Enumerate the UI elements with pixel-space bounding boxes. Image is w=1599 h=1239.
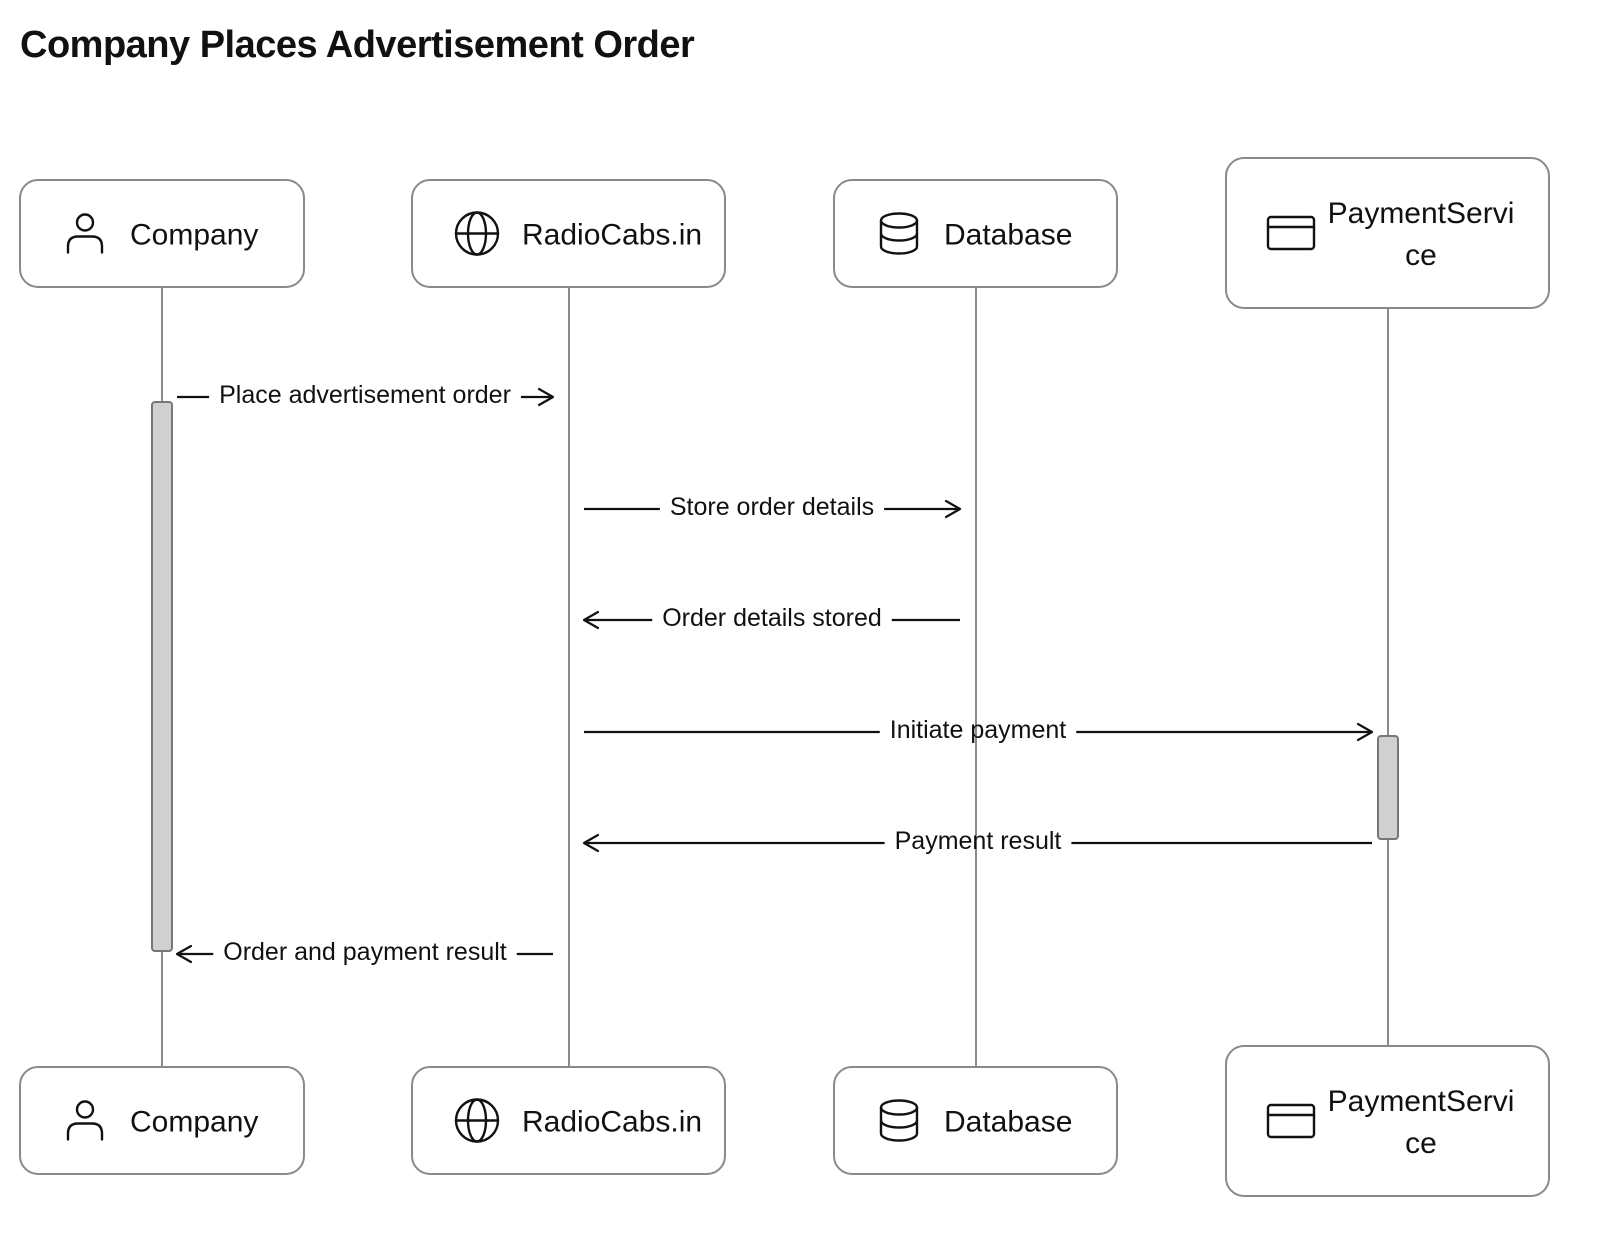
message-label: Initiate payment [890,716,1067,744]
person-icon [66,213,104,254]
credit-card-icon [1266,1103,1316,1139]
activation-bar-company [151,401,173,952]
globe-icon [454,1098,500,1143]
arrowhead [1356,722,1374,742]
activation-bar-payment [1377,735,1399,840]
participant-company-bottom: Company [19,1066,305,1175]
participant-database-bottom: Database [833,1066,1118,1175]
participant-label-line: PaymentServi [1328,1085,1515,1118]
diagram-title: Company Places Advertisement Order [20,24,695,66]
participant-label: Company [130,1106,258,1139]
participant-payment-top: PaymentServi ce [1225,157,1550,309]
participant-label-line: PaymentServi [1328,197,1515,230]
participant-label: RadioCabs.in [522,219,702,252]
person-icon [66,1100,104,1141]
participant-label-line: ce [1405,1127,1437,1160]
participant-database-top: Database [833,179,1118,288]
arrowhead [582,610,600,630]
participant-label: Database [944,219,1072,252]
globe-icon [454,211,500,256]
participant-radiocabs-top: RadioCabs.in [411,179,726,288]
participant-label: RadioCabs.in [522,1106,702,1139]
participant-label: Database [944,1106,1072,1139]
message-2: Store order details [584,493,962,521]
message-label: Order details stored [662,604,882,632]
message-5: Payment result [582,827,1372,855]
message-label: Store order details [670,493,874,521]
participant-payment-bottom: PaymentServi ce [1225,1045,1550,1197]
participant-label-line: ce [1405,239,1437,272]
participant-radiocabs-bottom: RadioCabs.in [411,1066,726,1175]
message-label: Place advertisement order [219,381,511,409]
participant-company-top: Company [19,179,305,288]
database-icon [879,1099,919,1142]
arrowhead [582,833,600,853]
message-label: Order and payment result [223,938,507,966]
participant-label: Company [130,219,258,252]
arrowhead [175,944,193,964]
message-1: Place advertisement order [177,381,555,409]
database-icon [879,212,919,255]
message-3: Order details stored [582,604,960,632]
arrowhead [944,499,962,519]
message-6: Order and payment result [175,938,553,966]
arrowhead [537,387,555,407]
message-4: Initiate payment [584,716,1374,744]
message-label: Payment result [895,827,1062,855]
credit-card-icon [1266,215,1316,251]
